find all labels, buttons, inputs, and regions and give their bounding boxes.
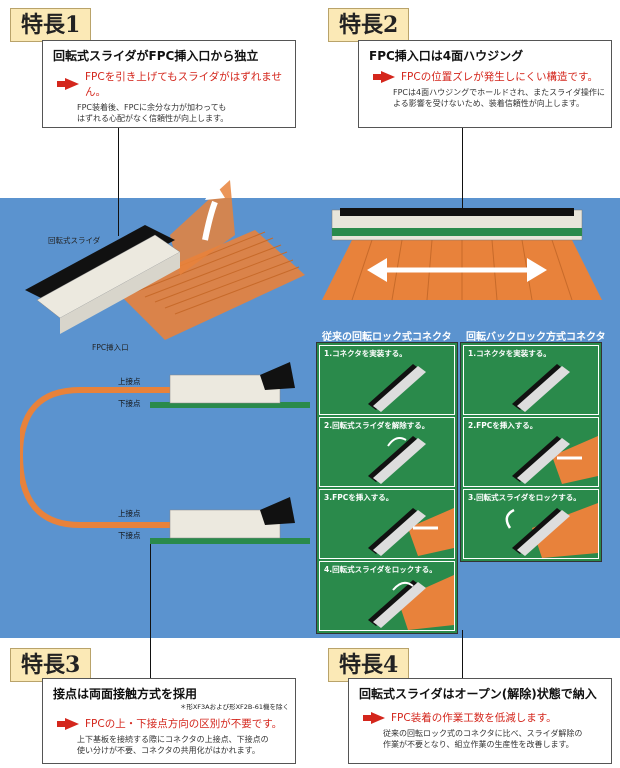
- fpc-inlet-label: FPC挿入口: [92, 343, 129, 352]
- feature-4-box: 回転式スライダはオープン(解除)状態で納入 FPC装着の作業工数を低減します。 …: [348, 678, 612, 764]
- arrow-right-icon: [363, 711, 385, 724]
- feature-2-body: FPCは4面ハウジングでホールドされ、またスライダ操作に よる影響を受けないため…: [393, 88, 605, 108]
- feature-3-highlight: FPCの上・下接点方向の区別が不要です。: [53, 716, 295, 731]
- feature-4-body: 従来の回転ロック式のコネクタに比べ、スライダ解除の 作業が不要となり、組立作業の…: [383, 729, 583, 749]
- lower-contact-label-1: 下接点: [118, 399, 141, 408]
- conventional-panel-title: 従来の回転ロック式コネクタ: [322, 332, 452, 343]
- double-contact-illustration: [20, 362, 310, 544]
- feature-1-title: 回転式スライダがFPC挿入口から独立: [53, 49, 259, 63]
- feature-3-title: 接点は両面接触方式を採用: [53, 687, 198, 701]
- feature-1-box: 回転式スライダがFPC挿入口から独立 FPCを引き上げてもスライダがはずれません…: [42, 40, 296, 128]
- feature-4-title: 回転式スライダはオープン(解除)状態で納入: [359, 687, 597, 701]
- leader-line-1: [118, 126, 119, 236]
- backlock-step-drawings: [505, 364, 598, 558]
- backlock-panel-title: 回転バックロック方式コネクタ: [466, 332, 606, 343]
- feature-3-body: 上下基板を接続する際にコネクタの上接点、下接点の 使い分けが不要、コネクタの共用…: [77, 735, 269, 755]
- feature-3-note: ＊形XF3Aおよび形XF2B-61機を除く: [179, 703, 289, 711]
- leader-line-2: [462, 126, 463, 226]
- lower-contact-label-2: 下接点: [118, 531, 141, 540]
- feature-2-title: FPC挿入口は4面ハウジング: [369, 49, 524, 63]
- slider-label: 回転式スライダ: [48, 236, 101, 245]
- feature-3-box: 接点は両面接触方式を採用 ＊形XF3Aおよび形XF2B-61機を除く FPCの上…: [42, 678, 296, 764]
- feature-2-box: FPC挿入口は4面ハウジング FPCの位置ズレが発生しにくい構造です。 FPCは…: [358, 40, 612, 128]
- feature-4-tag: 特長4: [328, 648, 410, 682]
- arrow-right-icon: [373, 70, 395, 83]
- slider-connector-illustration: [25, 180, 305, 340]
- arrow-right-icon: [57, 717, 79, 730]
- conventional-step-1: 1.コネクタを実装する。: [319, 345, 455, 415]
- feature-1-highlight: FPCを引き上げてもスライダがはずれません。: [53, 69, 295, 99]
- upper-contact-label-1: 上接点: [118, 377, 141, 386]
- arrow-right-icon: [57, 78, 79, 90]
- upper-contact-label-2: 上接点: [118, 509, 141, 518]
- leader-line-3: [150, 540, 151, 678]
- four-side-housing-illustration: [322, 208, 602, 301]
- feature-3-tag: 特長3: [10, 648, 92, 682]
- conventional-step-drawings: [368, 364, 454, 630]
- feature-2-highlight: FPCの位置ズレが発生しにくい構造です。: [369, 69, 611, 84]
- feature-4-highlight: FPC装着の作業工数を低減します。: [359, 710, 611, 725]
- leader-line-4: [462, 630, 463, 678]
- feature-1-tag: 特長1: [10, 8, 92, 42]
- feature-2-tag: 特長2: [328, 8, 410, 42]
- feature-1-body: FPC装着後、FPCに余分な力が加わっても はずれる心配がなく信頼性が向上します…: [77, 103, 229, 123]
